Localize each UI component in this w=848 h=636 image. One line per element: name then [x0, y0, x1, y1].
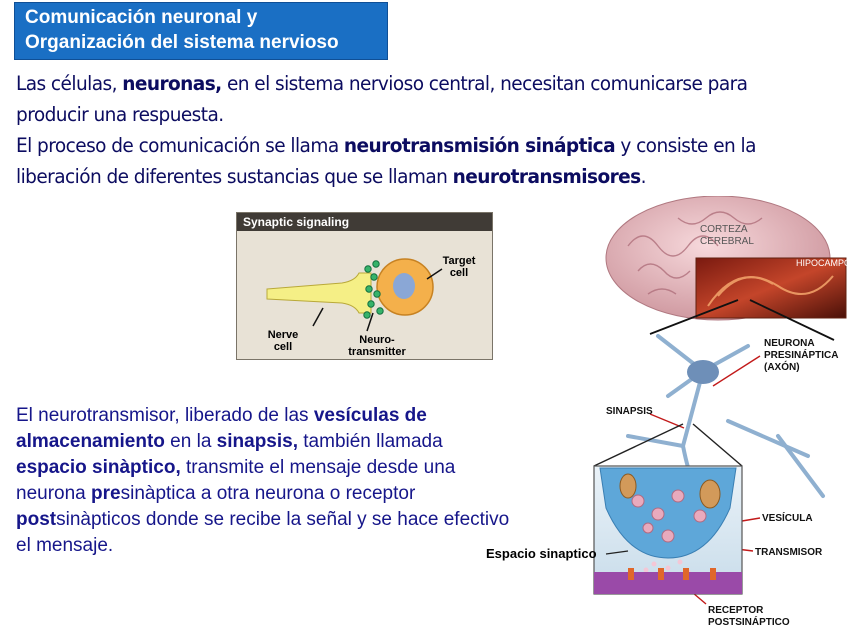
emphasized-term: neurotransmisores	[452, 165, 642, 188]
emphasized-term: neuronas,	[122, 72, 222, 95]
intro-paragraph-1: Las células, neuronas, en el sistema ner…	[16, 68, 795, 130]
postsynaptic-membrane	[594, 572, 742, 594]
emphasized-term: neurotransmisión sináptica	[343, 134, 616, 157]
text-run: El proceso de comunicación se llama	[16, 134, 344, 157]
receptor-label-line-2: POSTSINÁPTICO	[708, 615, 790, 628]
text-run: en la	[164, 431, 217, 452]
brain-synapse-illustration: CORTEZA CEREBRAL HIPOCAMPO	[486, 196, 848, 628]
transmisor-label: TRANSMISOR	[755, 547, 823, 558]
hipocampo-label: HIPOCAMPO	[796, 258, 848, 268]
synaptic-signaling-header: Synaptic signaling	[237, 213, 492, 231]
text-run: y consiste en la liberación de diferente…	[16, 134, 756, 188]
nerve-label-line-1: Nerve	[268, 329, 299, 341]
target-cell-nucleus	[393, 273, 415, 299]
neurona-label-line-1: NEURONA	[764, 338, 815, 349]
text-run: transmite el mensaje desde una neurona	[16, 457, 456, 504]
target-label-line-2: cell	[450, 267, 468, 279]
neurona-label-line-2: PRESINÁPTICA	[764, 348, 838, 361]
slide-title-line-1: Comunicación neuronal y	[25, 7, 258, 28]
vesicula-label: VESÍCULA	[762, 511, 813, 524]
emphasized-term: espacio sinàptico,	[16, 457, 181, 478]
synapse-explanation-text: El neurotransmisor, liberado de las vesí…	[16, 403, 516, 559]
target-label-line-1: Target	[443, 255, 476, 267]
text-run: El neurotransmisor, liberado de las	[16, 405, 314, 426]
corteza-label-line-2: CEREBRAL	[700, 236, 754, 247]
nerve-cell-shape	[266, 272, 372, 314]
nerve-label-line-2: cell	[274, 341, 292, 353]
emphasized-term: pre	[91, 483, 121, 504]
espacio-sinaptico-label: Espacio sinaptico	[486, 546, 597, 561]
neuron-soma	[687, 360, 719, 384]
neuro-label-line-1: Neuro-	[359, 334, 395, 346]
intro-text: Las células, neuronas, en el sistema ner…	[16, 68, 795, 192]
text-run: sinàptica a otra neurona o receptor	[120, 483, 416, 504]
slide-title-line-2: Organización del sistema nervioso	[25, 32, 339, 53]
corteza-label-line-1: CORTEZA	[700, 224, 748, 235]
text-run: sinàpticos donde se recibe la señal y se…	[16, 509, 510, 556]
receptor-label-line-1: RECEPTOR	[708, 605, 764, 616]
synaptic-signaling-illustration: Target cell Nerve cell Neuro- transmitte…	[266, 255, 476, 358]
text-run: Las células,	[16, 72, 123, 95]
text-run: en el sistema nervioso central, necesita…	[16, 72, 748, 126]
sinapsis-label: SINAPSIS	[606, 406, 653, 417]
text-run: .	[640, 165, 647, 188]
text-run: también llamada	[298, 431, 443, 452]
slide-title-box: Comunicación neuronal y Organización del…	[14, 2, 388, 60]
neurona-label-line-3: (AXÓN)	[764, 360, 800, 373]
emphasized-term: post	[16, 509, 57, 530]
emphasized-term: vesículas de almacenamiento	[16, 405, 427, 452]
synaptic-signaling-diagram: Synaptic signaling Target cell Nerve cel…	[236, 212, 493, 360]
neurotransmitter-dots	[363, 260, 384, 319]
intro-paragraph-2: El proceso de comunicación se llama neur…	[16, 130, 795, 192]
synapse-explanation-paragraph: El neurotransmisor, liberado de las vesí…	[16, 403, 516, 559]
neuro-label-line-2: transmitter	[348, 346, 406, 358]
emphasized-term: sinapsis,	[216, 431, 298, 452]
